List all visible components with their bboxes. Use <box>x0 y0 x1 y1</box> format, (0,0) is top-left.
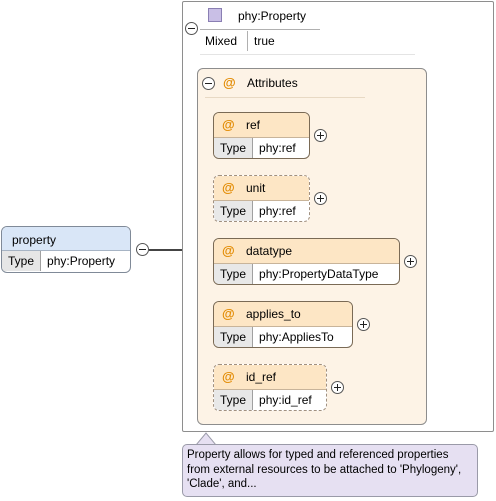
type-value: phy:ref <box>259 141 296 155</box>
divider <box>247 31 248 51</box>
at-icon: @ <box>222 243 235 258</box>
type-key: Type <box>214 390 254 410</box>
divider <box>200 54 415 55</box>
attributes-at-icon: @ <box>223 75 236 90</box>
annotation-tooltip: Property allows for typed and referenced… <box>182 444 478 497</box>
type-value: phy:PropertyDataType <box>259 267 379 281</box>
type-key: Type <box>2 251 42 271</box>
at-icon: @ <box>222 369 235 384</box>
attributes-label: Attributes <box>247 76 298 90</box>
divider <box>200 29 320 30</box>
element-property-box[interactable]: property Type phy:Property <box>1 226 131 273</box>
attribute-name: unit <box>246 181 266 195</box>
at-icon: @ <box>222 117 235 132</box>
type-key: Type <box>214 138 254 158</box>
type-key: Type <box>214 327 254 347</box>
attribute-name: ref <box>246 118 261 132</box>
attributes-collapse-icon[interactable] <box>202 77 215 90</box>
attribute-name: id_ref <box>246 370 277 384</box>
attribute-unit[interactable]: @ unit Type phy:ref <box>213 175 310 222</box>
divider <box>205 97 365 98</box>
element-type-row: Type phy:Property <box>2 251 130 271</box>
type-key: Type <box>214 264 254 284</box>
collapse-toggle-icon[interactable] <box>136 243 149 256</box>
expand-icon[interactable] <box>314 192 327 205</box>
attribute-name: applies_to <box>246 307 301 321</box>
connector-line <box>149 249 182 251</box>
type-value: phy:id_ref <box>259 393 312 407</box>
expand-icon[interactable] <box>314 129 327 142</box>
mixed-key: Mixed <box>205 34 238 48</box>
mixed-value: true <box>254 34 275 48</box>
attribute-name: datatype <box>246 244 293 258</box>
attribute-ref[interactable]: @ ref Type phy:ref <box>213 112 310 159</box>
complex-type-name: phy:Property <box>238 9 307 23</box>
expand-icon[interactable] <box>357 318 370 331</box>
complex-type-collapse-icon[interactable] <box>185 22 198 35</box>
complex-type-icon <box>208 8 222 22</box>
at-icon: @ <box>222 306 235 321</box>
type-value: phy:ref <box>259 204 296 218</box>
at-icon: @ <box>222 180 235 195</box>
attribute-id-ref[interactable]: @ id_ref Type phy:id_ref <box>213 364 327 411</box>
tooltip-pointer <box>196 432 216 445</box>
attribute-datatype[interactable]: @ datatype Type phy:PropertyDataType <box>213 238 400 285</box>
type-value: phy:Property <box>47 254 116 268</box>
expand-icon[interactable] <box>331 381 344 394</box>
expand-icon[interactable] <box>404 255 417 268</box>
type-value: phy:AppliesTo <box>259 330 334 344</box>
attribute-applies-to[interactable]: @ applies_to Type phy:AppliesTo <box>213 301 353 348</box>
type-key: Type <box>214 201 254 221</box>
element-name: property <box>2 227 130 251</box>
